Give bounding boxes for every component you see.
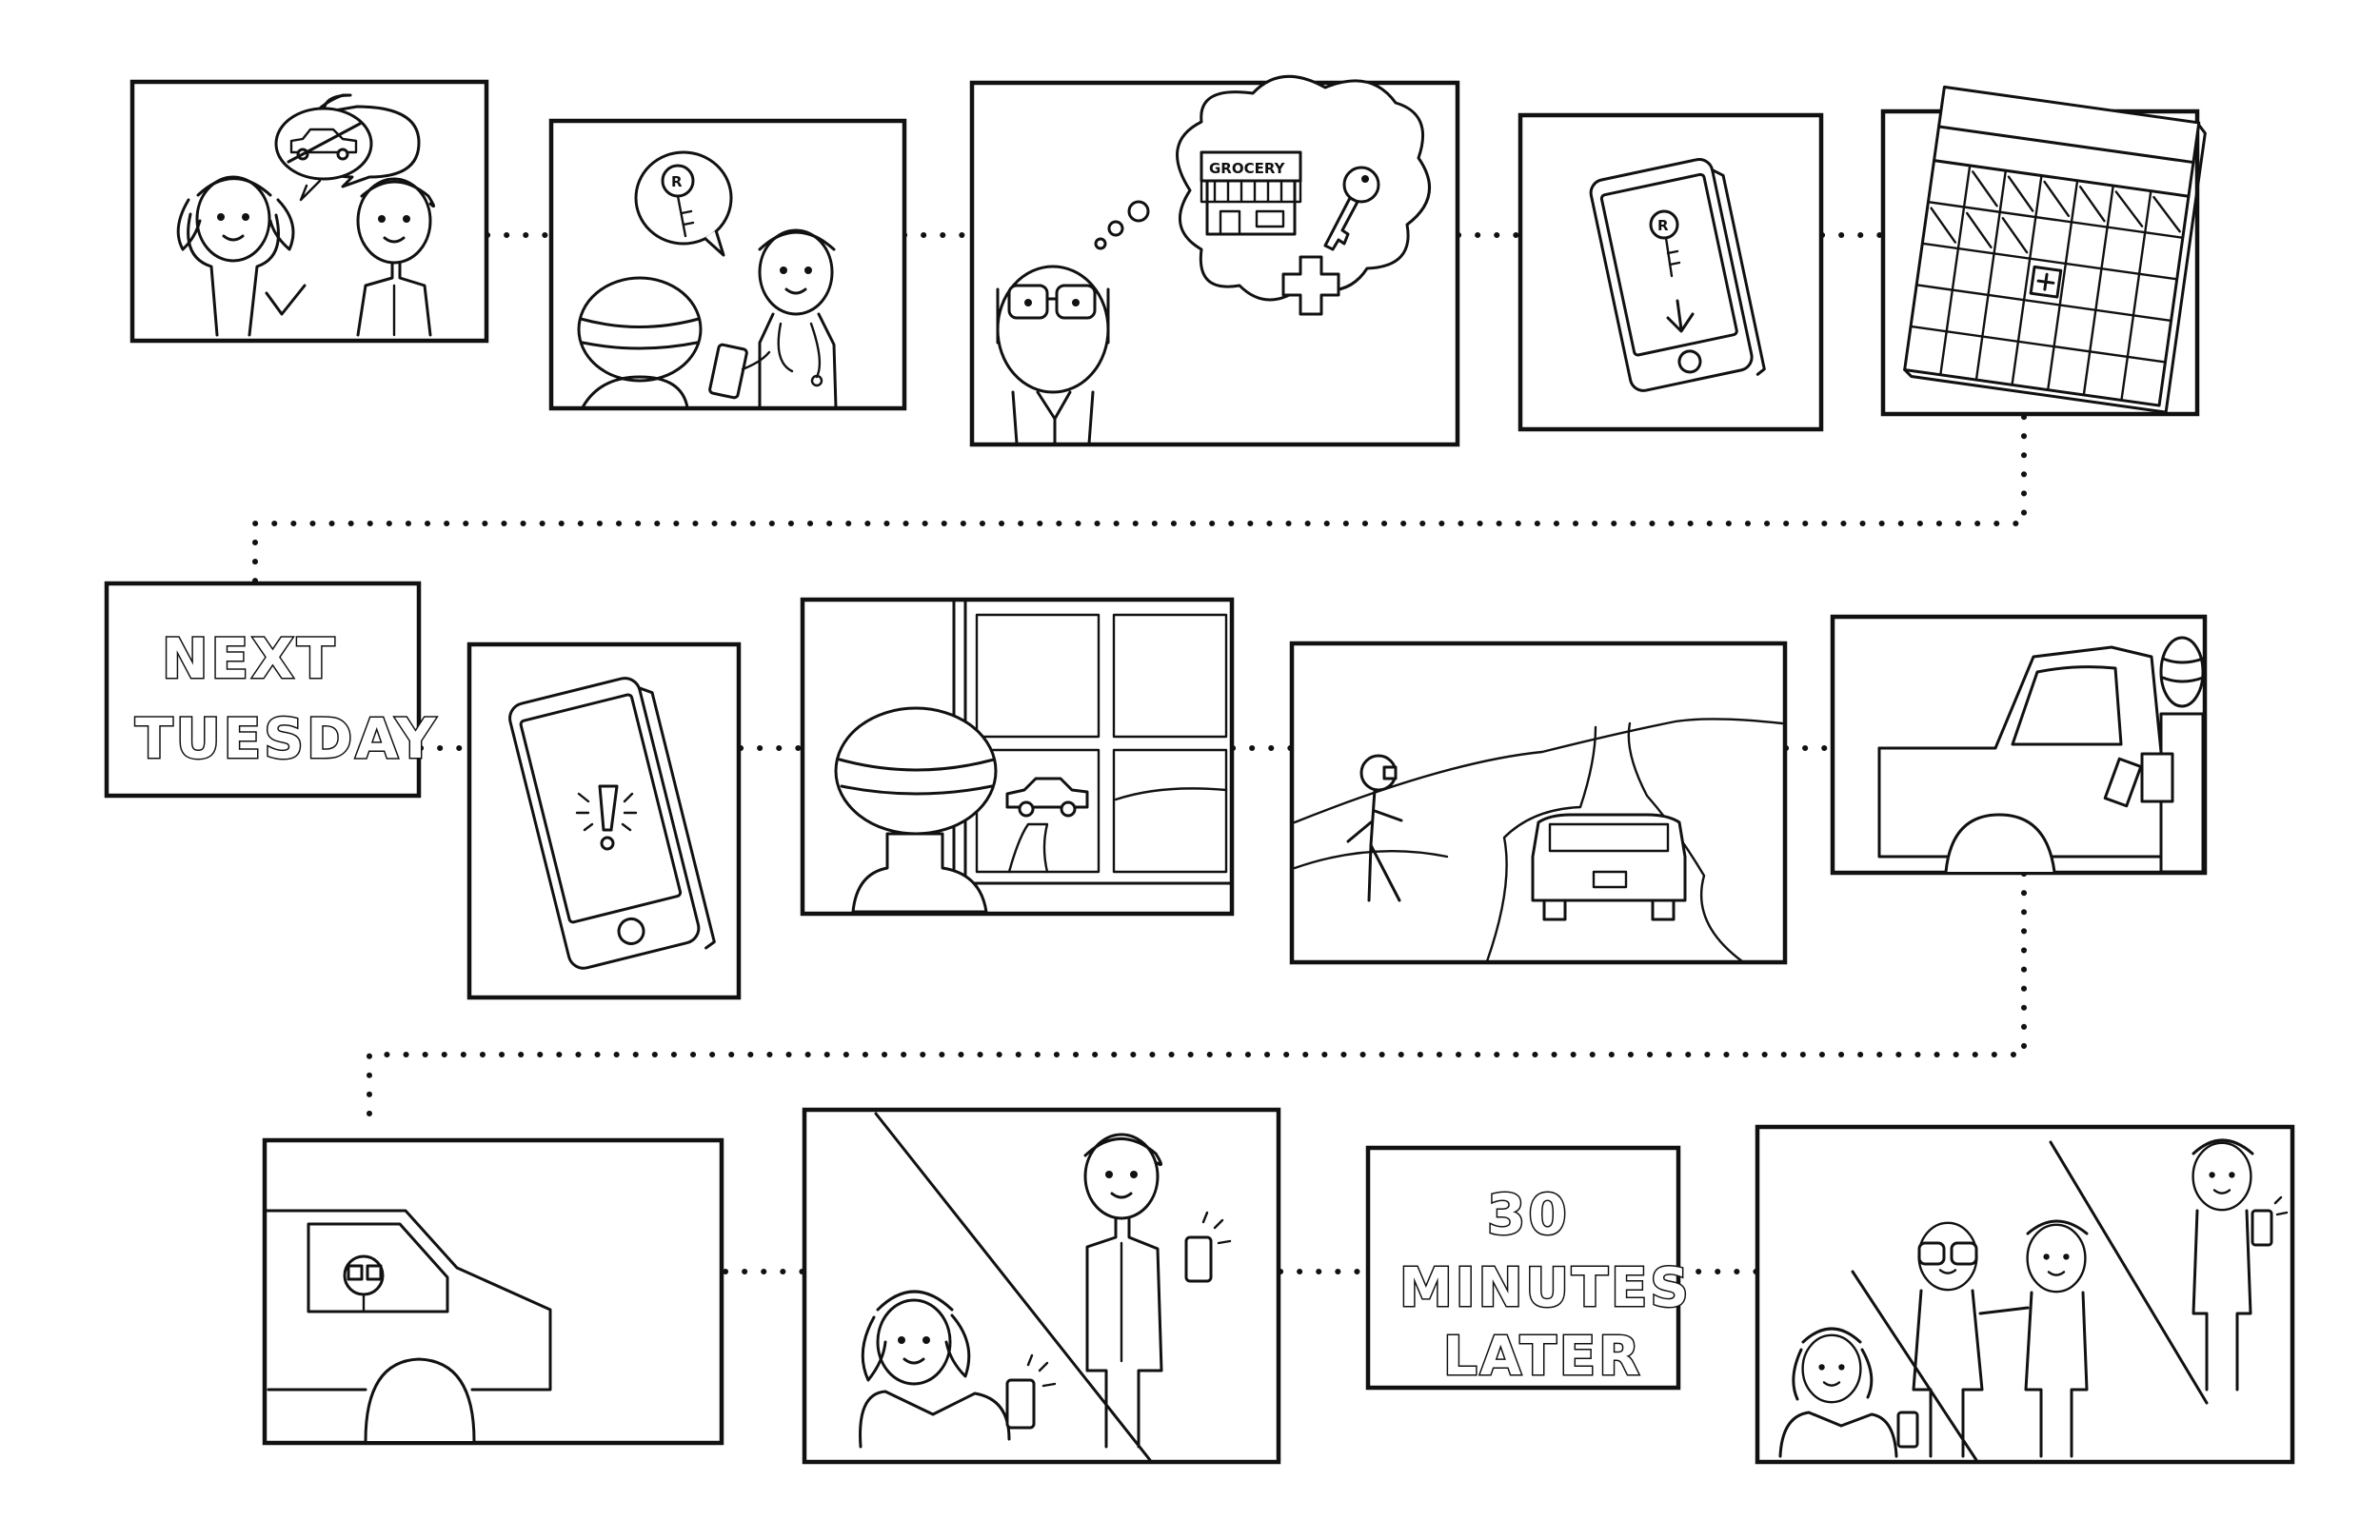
driver-character [2103, 636, 2205, 874]
key-icon: R [661, 164, 695, 238]
phone-icon [1896, 1411, 1919, 1449]
caption-tuesday: TUESDAY [135, 706, 439, 771]
cross-out-line [287, 122, 362, 164]
elderly-patient-character [996, 265, 1110, 445]
panel-8-window-view [800, 597, 1235, 917]
grocery-store-icon: GROCERY [1200, 150, 1302, 236]
panel-12-frame [802, 1107, 1281, 1465]
car-icon [1531, 813, 1687, 921]
exclamation-icon [575, 784, 638, 851]
panel-2-doctor-visit: R [548, 118, 907, 411]
phone-icon [1184, 1235, 1213, 1283]
panel-9-walk-to-car [1289, 641, 1788, 965]
thought-cloud [1094, 74, 1432, 302]
key-icon [1323, 166, 1380, 251]
key-icon: R [1649, 209, 1681, 278]
elderly-patient-character [1912, 1221, 2030, 1458]
panel-14-reunion [1755, 1124, 2295, 1465]
car-icon [1005, 777, 1089, 818]
panel-12-notifications [802, 1107, 1281, 1465]
calendar-icon [1903, 85, 2207, 414]
doctor-character [2024, 1219, 2089, 1458]
panel-5-calendar [1880, 85, 2207, 417]
svg-text:GROCERY: GROCERY [1209, 160, 1286, 177]
man-character [1083, 1133, 1232, 1449]
down-arrow-icon [1666, 299, 1695, 333]
woman-character [859, 1290, 1057, 1449]
panel-9-frame [1289, 641, 1788, 965]
man-character [356, 177, 435, 337]
panel-3-thinking: GROCERY [969, 74, 1460, 447]
car-icon [265, 1209, 552, 1442]
patient-character [577, 276, 703, 409]
panel-6-next-tuesday: NEXT TUESDAY [104, 581, 439, 799]
panel-13-thirty-minutes-later: 30 MINUTES LATER [1365, 1145, 1692, 1391]
panel-7-phone-alert [466, 642, 742, 1000]
walking-patient-character [1346, 754, 1403, 902]
doctor-character [708, 228, 838, 409]
phone-icon [1005, 1378, 1036, 1430]
patient-character [834, 706, 998, 914]
panel-13-frame [1365, 1145, 1681, 1391]
caption-minutes: MINUTES [1399, 1257, 1692, 1319]
speech-bubble [634, 150, 733, 246]
clipboard [2140, 752, 2174, 803]
caption-next: NEXT [162, 626, 337, 691]
man-character [2192, 1138, 2289, 1392]
phone-icon [2103, 757, 2143, 808]
patient-character [343, 1254, 385, 1312]
dotted-connectors [252, 232, 2027, 1274]
svg-text:R: R [1657, 217, 1669, 234]
panel-11-frame [262, 1137, 724, 1446]
phone-icon [2251, 1209, 2273, 1247]
caption-later: LATER [1443, 1326, 1642, 1388]
woman-character [176, 175, 307, 337]
woman-character [1778, 1327, 1919, 1458]
medical-cross-icon [1281, 255, 1340, 316]
phone-icon [708, 343, 748, 400]
panel-4-phone-key: R [1517, 112, 1824, 432]
window [952, 600, 1232, 885]
panel-10-car-driver [1830, 614, 2208, 876]
panel-1-no-car [129, 79, 489, 344]
panel-11-patient-in-car [262, 1137, 724, 1446]
svg-text:R: R [671, 173, 683, 190]
caption-30: 30 [1487, 1182, 1570, 1247]
panel-6-frame [104, 581, 422, 799]
